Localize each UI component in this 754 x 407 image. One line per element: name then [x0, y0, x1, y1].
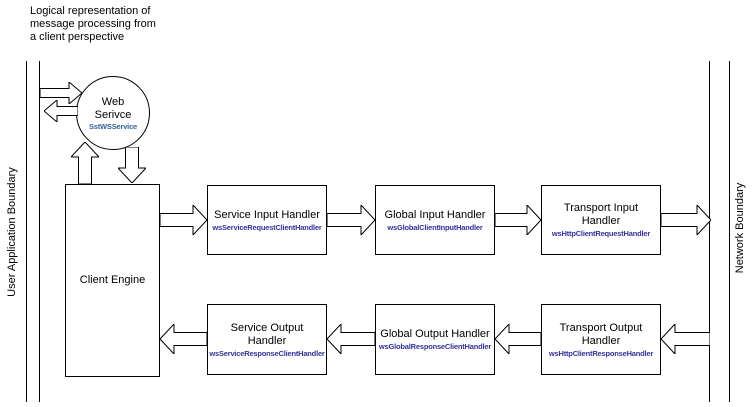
arrow-service-input-to-global-input	[327, 205, 375, 235]
client-engine-box: Client Engine	[65, 184, 160, 377]
web-service-node: Web Serivce SstWSService	[76, 76, 150, 150]
global-input-handler-box: Global Input Handler wsGlobalClientInput…	[375, 185, 495, 255]
arrow-transport-output-to-global-output	[495, 324, 541, 354]
service-input-handler-title: Service Input Handler	[214, 208, 320, 221]
arrow-global-input-to-transport-input	[495, 205, 541, 235]
global-input-handler-class: wsGlobalClientInputHandler	[387, 222, 483, 232]
service-input-handler-class: wsServiceRequestClientHandler	[212, 222, 322, 232]
arrow-network-to-transport-output	[661, 324, 710, 354]
arrow-boundary-to-web-service	[40, 82, 82, 104]
arrow-global-output-to-service-output	[327, 324, 375, 354]
arrow-client-engine-to-web-service	[71, 142, 99, 184]
global-output-handler-title: Global Output Handler	[380, 328, 490, 340]
global-output-handler-class: wsGlobalResponseClientHandler	[378, 342, 492, 351]
web-service-class: SstWSService	[88, 121, 138, 131]
transport-input-handler-title: Transport Input Handler	[563, 202, 639, 227]
service-output-handler-box: Service Output Handler wsServiceResponse…	[207, 304, 327, 375]
transport-output-handler-title: Transport Output Handler	[559, 321, 643, 347]
service-input-handler-box: Service Input Handler wsServiceRequestCl…	[207, 185, 327, 255]
transport-input-handler-box: Transport Input Handler wsHttpClientRequ…	[541, 185, 661, 255]
arrow-transport-input-to-network	[661, 205, 711, 235]
global-input-handler-title: Global Input Handler	[384, 208, 486, 221]
service-output-handler-class: wsServiceResponseClientHandler	[209, 348, 325, 358]
network-boundary-label: Network Boundary	[734, 182, 746, 274]
arrow-web-service-to-client-engine	[118, 147, 146, 183]
web-service-title: Web Serivce	[94, 95, 132, 121]
user-boundary-line-inner	[39, 61, 40, 402]
transport-output-handler-box: Transport Output Handler wsHttpClientRes…	[541, 304, 661, 375]
network-boundary-line-outer	[729, 61, 730, 402]
user-boundary-line-outer	[26, 61, 27, 402]
user-application-boundary-label: User Application Boundary	[6, 167, 18, 297]
transport-input-handler-class: wsHttpClientRequestHandler	[551, 229, 651, 238]
client-engine-title: Client Engine	[79, 274, 146, 286]
diagram-title: Logical representation of message proces…	[30, 5, 156, 43]
arrow-service-output-to-engine	[160, 324, 207, 354]
global-output-handler-box: Global Output Handler wsGlobalResponseCl…	[375, 304, 495, 375]
network-boundary-line-inner	[709, 61, 710, 402]
arrow-engine-to-service-input	[160, 205, 207, 235]
arrow-web-service-to-boundary	[44, 100, 78, 122]
service-output-handler-title: Service Output Handler	[230, 321, 304, 347]
transport-output-handler-class: wsHttpClientResponseHandler	[548, 348, 654, 358]
